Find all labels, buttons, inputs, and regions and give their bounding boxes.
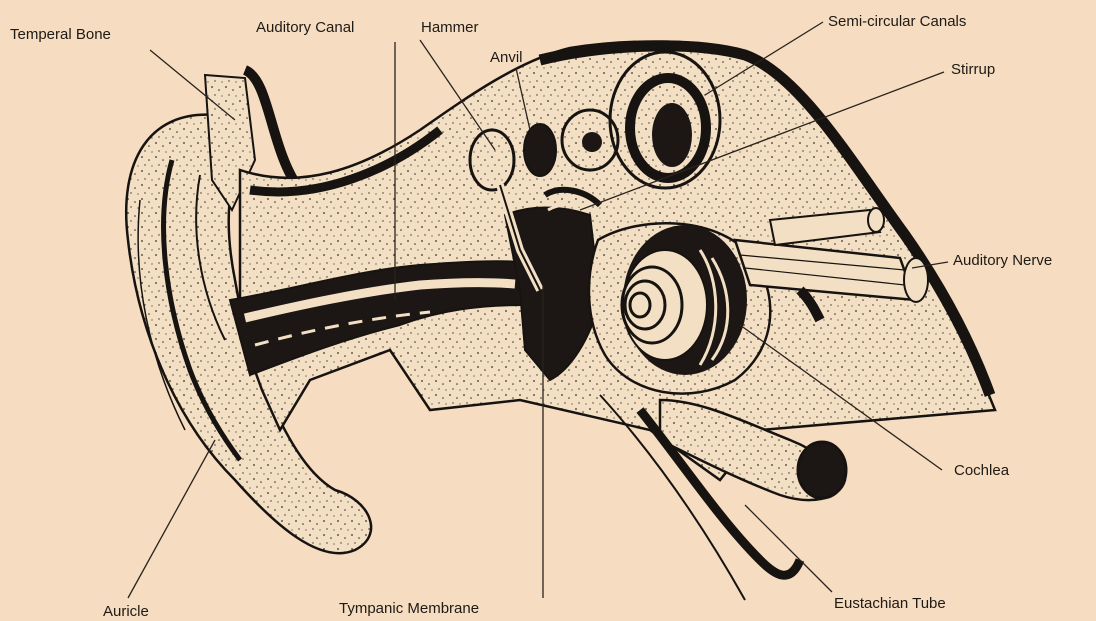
leader-auricle [128, 440, 215, 598]
label-eustachian-tube: Eustachian Tube [834, 596, 946, 611]
label-auditory-nerve: Auditory Nerve [953, 253, 1052, 268]
label-anvil: Anvil [490, 50, 523, 65]
label-semicircular-canals: Semi-circular Canals [828, 14, 966, 29]
label-auricle: Auricle [103, 604, 149, 619]
label-cochlea: Cochlea [954, 463, 1009, 478]
label-auditory-canal: Auditory Canal [256, 20, 354, 35]
label-tympanic-membrane: Tympanic Membrane [339, 601, 479, 616]
label-temperal-bone: Temperal Bone [10, 27, 111, 42]
label-hammer: Hammer [421, 20, 479, 35]
label-stirrup: Stirrup [951, 62, 995, 77]
